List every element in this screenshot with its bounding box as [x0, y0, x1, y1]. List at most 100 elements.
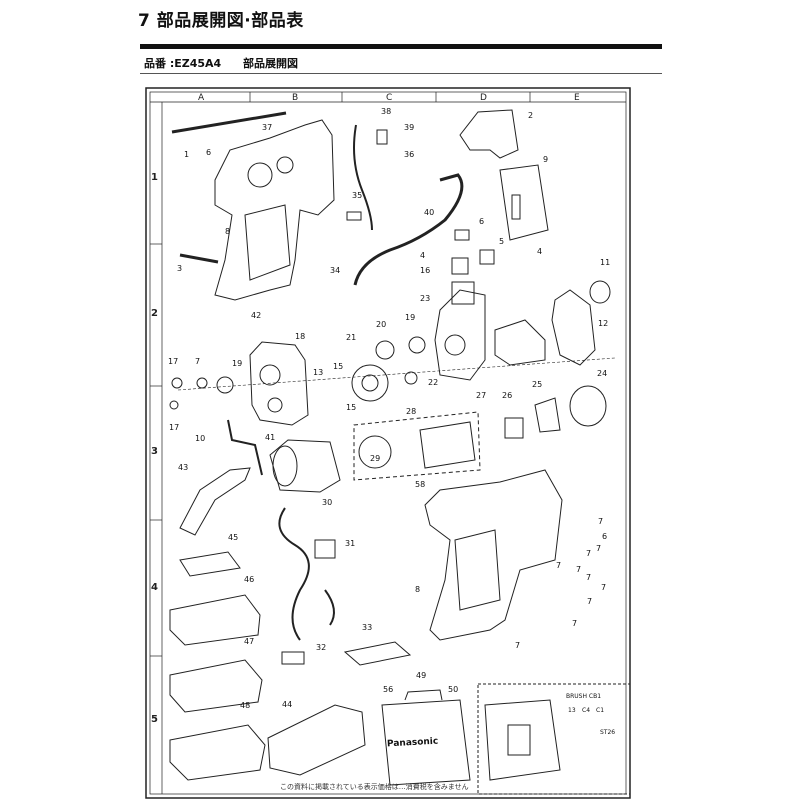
- part-label: 50: [448, 685, 458, 694]
- part-label: 30: [322, 498, 332, 507]
- part-label: 8: [415, 585, 420, 594]
- part-label: 7: [587, 597, 592, 606]
- battery-2: [169, 659, 263, 713]
- part-label: 7: [195, 357, 200, 366]
- part-label: 23: [420, 294, 430, 303]
- part-label: 44: [282, 700, 292, 709]
- section-label: 部品展開図: [243, 57, 299, 70]
- row-3: 3: [151, 446, 158, 457]
- part-label: 7: [576, 565, 581, 574]
- part-label: 6: [479, 217, 484, 226]
- part-label: 7: [572, 619, 577, 628]
- part-label: 49: [416, 671, 426, 680]
- footer-note: この資料に掲載されている表示価格は…消費税を含みません: [280, 783, 469, 791]
- housing-right: [424, 469, 563, 641]
- part-label: 7: [515, 641, 520, 650]
- part-label: 7: [596, 544, 601, 553]
- part-label: 31: [345, 539, 355, 548]
- part-label: 24: [597, 369, 607, 378]
- carry-case: [381, 699, 471, 786]
- part-label: 3: [177, 264, 182, 273]
- part-label: ST26: [600, 729, 615, 736]
- part-label: 39: [404, 123, 414, 132]
- part-label: 11: [600, 258, 610, 267]
- part-label: 7: [556, 561, 561, 570]
- part-label: 19: [232, 359, 242, 368]
- part-label: 7: [586, 549, 591, 558]
- thin-rule: [140, 73, 662, 74]
- col-e: E: [574, 93, 580, 103]
- part-label: 34: [330, 266, 340, 275]
- part-label: 25: [532, 380, 542, 389]
- part-label: 15: [333, 362, 343, 371]
- part-label: C1: [596, 707, 604, 714]
- part-label: 28: [406, 407, 416, 416]
- part-label: 17: [169, 423, 179, 432]
- charger: [267, 704, 366, 776]
- part-label: 20: [376, 320, 386, 329]
- part-label: 7: [586, 573, 591, 582]
- part-label: 13: [313, 368, 323, 377]
- part-label: 29: [370, 454, 380, 463]
- part-label: 38: [381, 107, 391, 116]
- housing-left: [214, 119, 335, 301]
- col-c: C: [386, 93, 392, 103]
- part-label: 17: [168, 357, 178, 366]
- part-label: 40: [424, 208, 434, 217]
- part-label: 35: [352, 191, 362, 200]
- diagram-frame: [145, 87, 631, 799]
- part-label: BRUSH CB1: [566, 693, 601, 700]
- part-label: C4: [582, 707, 590, 714]
- part-label: 19: [405, 313, 415, 322]
- col-d: D: [480, 93, 487, 103]
- part-label: 7: [601, 583, 606, 592]
- part-label: 58: [415, 480, 425, 489]
- part-label: 36: [404, 150, 414, 159]
- col-b: B: [292, 93, 298, 103]
- title-rule: [140, 44, 662, 49]
- part-label: 10: [195, 434, 205, 443]
- part-label: 4: [420, 251, 425, 260]
- part-label: 42: [251, 311, 261, 320]
- row-2: 2: [151, 308, 158, 319]
- row-4: 4: [151, 582, 158, 593]
- part-label: 56: [383, 685, 393, 694]
- col-a: A: [198, 93, 205, 103]
- part-label: 2: [528, 111, 533, 120]
- battery-1: [169, 594, 261, 646]
- part-label: 5: [499, 237, 504, 246]
- part-label: 41: [265, 433, 275, 442]
- model-label: 品番 :EZ45A4: [144, 57, 222, 70]
- part-label: 6: [602, 532, 607, 541]
- part-label: 26: [502, 391, 512, 400]
- part-label: 21: [346, 333, 356, 342]
- part-label: 32: [316, 643, 326, 652]
- part-label: 6: [206, 148, 211, 157]
- part-label: 16: [420, 266, 430, 275]
- part-label: 4: [537, 247, 542, 256]
- part-label: 47: [244, 637, 254, 646]
- part-label: 33: [362, 623, 372, 632]
- part-label: 27: [476, 391, 486, 400]
- part-label: 7: [598, 517, 603, 526]
- part-label: 18: [295, 332, 305, 341]
- part-label: 48: [240, 701, 250, 710]
- battery-3: [169, 724, 266, 781]
- part-label: 9: [543, 155, 548, 164]
- part-label: 1: [184, 150, 189, 159]
- row-5: 5: [151, 714, 158, 725]
- model-line: 品番 :EZ45A4 部品展開図: [144, 55, 316, 71]
- part-label: 43: [178, 463, 188, 472]
- diagram-frame-inner: [149, 91, 627, 795]
- part-label: 46: [244, 575, 254, 584]
- part-label: 13: [568, 707, 576, 714]
- part-label: 37: [262, 123, 272, 132]
- part-label: 45: [228, 533, 238, 542]
- part-label: 15: [346, 403, 356, 412]
- part-label: 22: [428, 378, 438, 387]
- row-1: 1: [151, 172, 158, 183]
- part-label: 8: [225, 227, 230, 236]
- part-label: 12: [598, 319, 608, 328]
- page-title: 7 部品展開図·部品表: [138, 11, 304, 31]
